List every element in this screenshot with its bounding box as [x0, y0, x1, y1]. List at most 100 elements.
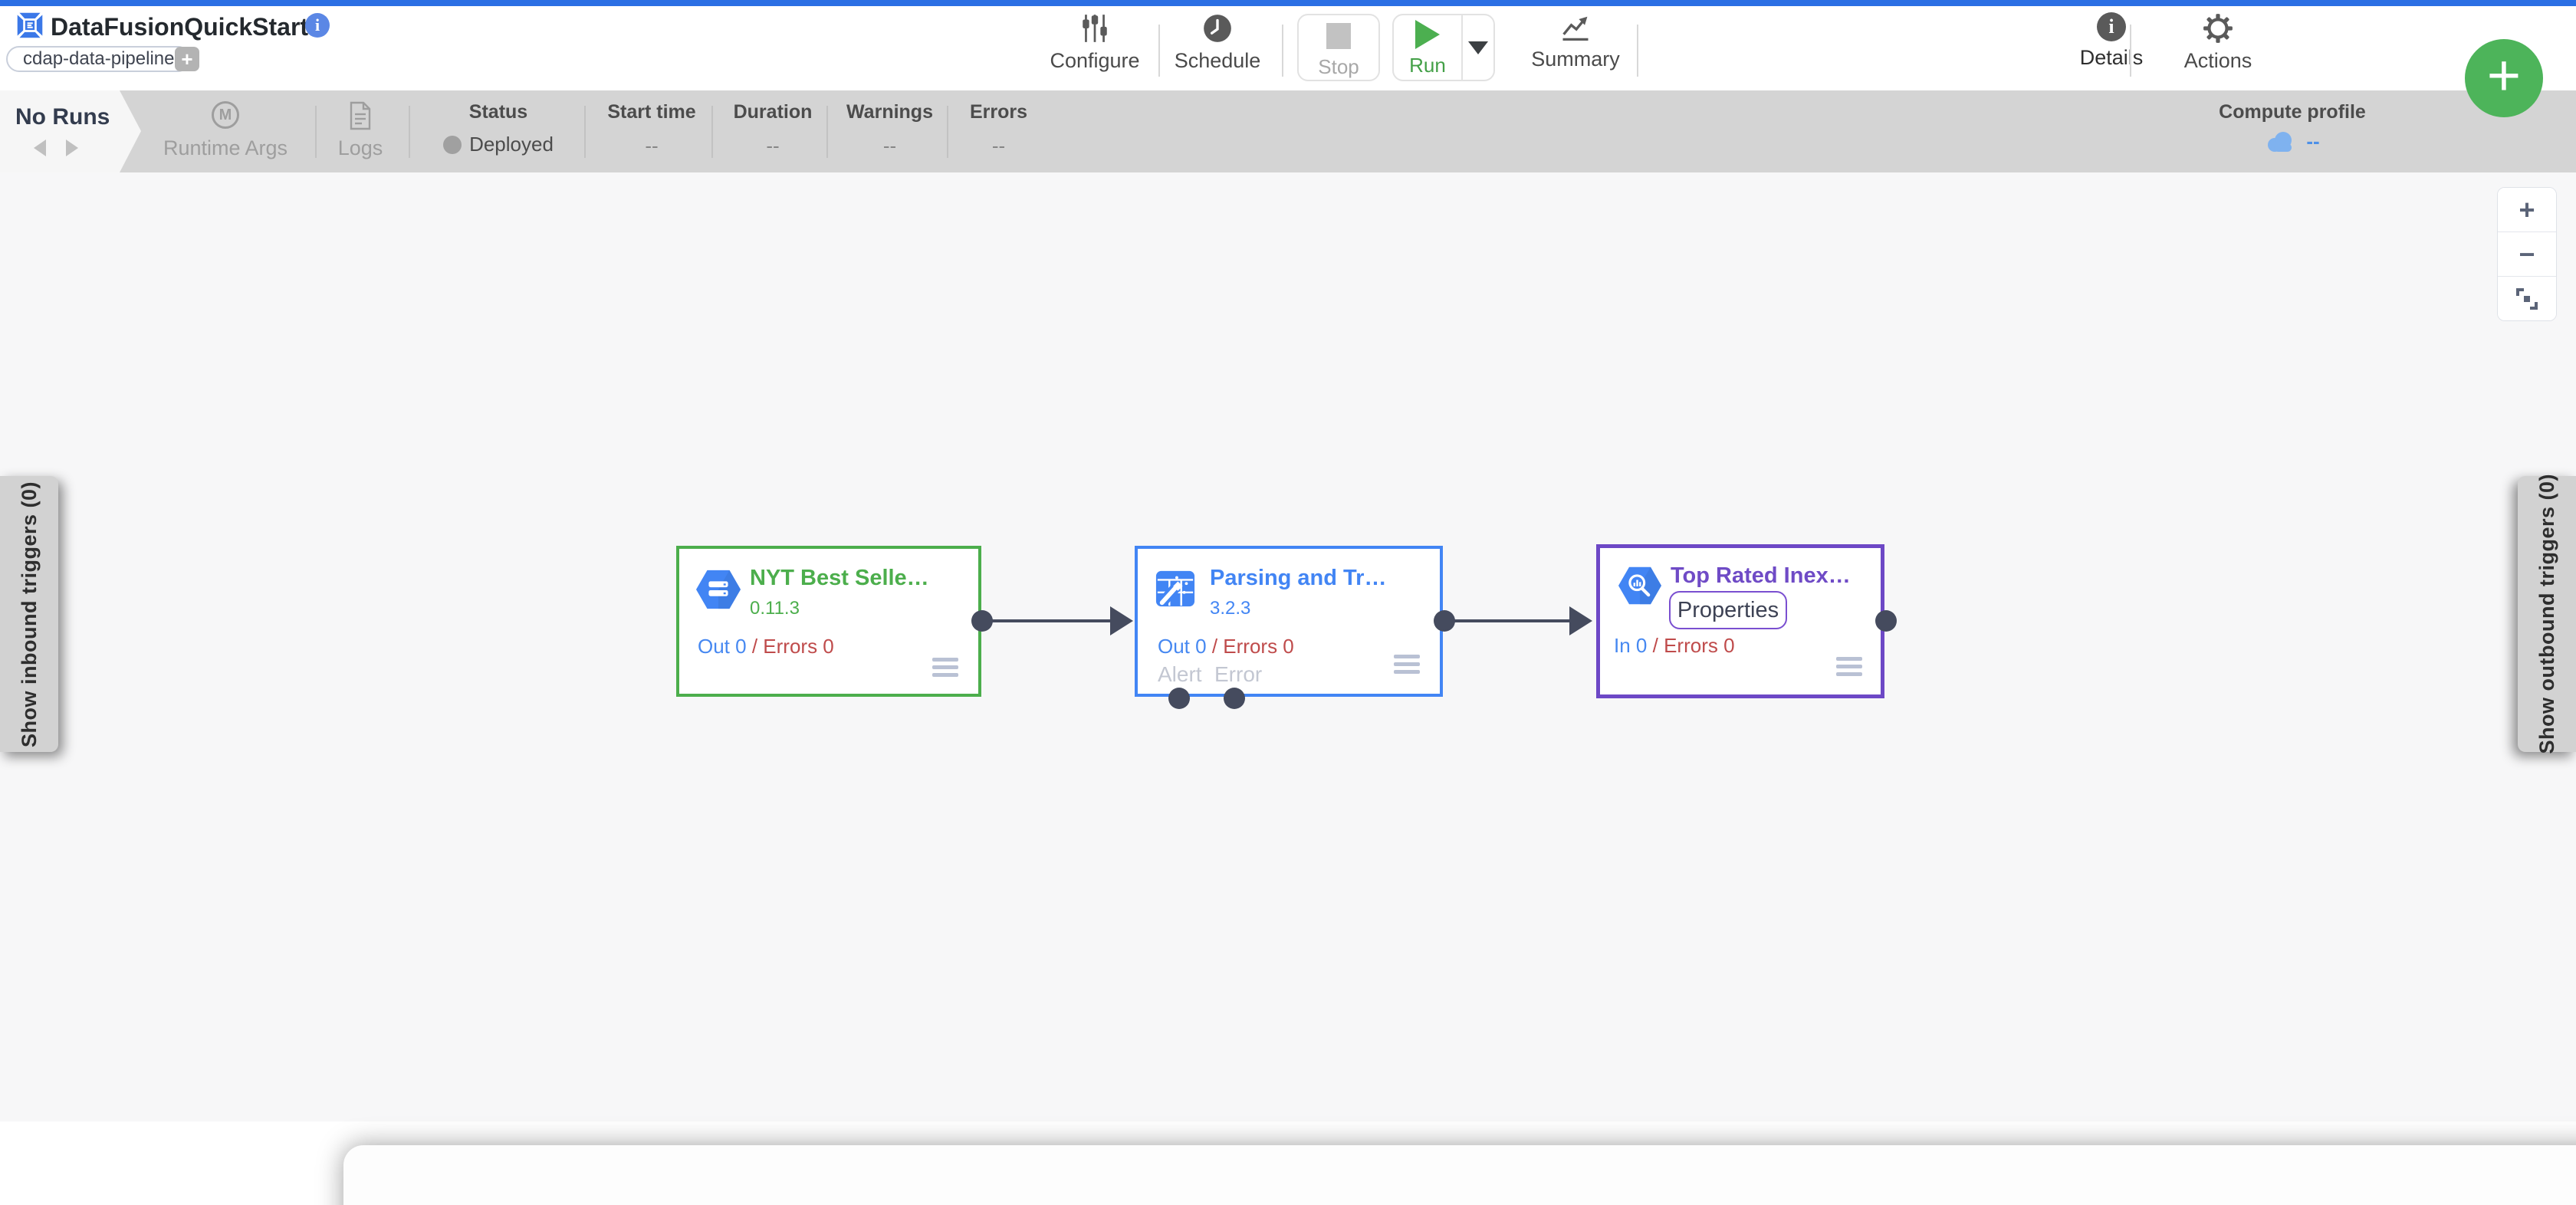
chevron-down-icon [1468, 41, 1488, 54]
edge-source-transform[interactable] [982, 619, 1112, 622]
metric-separator: / [1211, 635, 1218, 658]
stop-label: Stop [1318, 55, 1359, 78]
outbound-triggers-tab[interactable]: Show outbound triggers (0) [2518, 474, 2576, 754]
duration-label: Duration [733, 101, 813, 123]
node-title: Top Rated Inex… [1671, 563, 1851, 588]
node-metrics[interactable]: Out 0 / Errors 0 [1158, 635, 1294, 658]
run-info-bar: No Runs M Runtime Args Logs Status D [0, 90, 2576, 172]
start-time-label: Start time [607, 101, 696, 123]
next-run-icon[interactable] [66, 140, 78, 156]
metric-separator: / [751, 635, 758, 658]
previous-run-icon[interactable] [34, 140, 46, 156]
duration-block: Duration -- [719, 101, 826, 158]
status-value: Deployed [469, 133, 554, 156]
sink-output-port[interactable] [1875, 610, 1897, 632]
fit-to-screen-button[interactable] [2498, 277, 2556, 320]
node-version: 3.2.3 [1210, 598, 1251, 619]
zoom-out-button[interactable]: − [2498, 232, 2556, 277]
toolbar-divider [1158, 25, 1160, 77]
node-menu-icon[interactable] [1836, 657, 1862, 676]
node-menu-icon[interactable] [932, 658, 958, 677]
compute-profile-value: -- [2306, 130, 2320, 153]
sink-plugin-hexagon-icon [1618, 566, 1661, 605]
warnings-label: Warnings [846, 101, 933, 123]
transform-output-port[interactable] [1434, 610, 1455, 632]
schedule-button[interactable]: Schedule [1171, 12, 1263, 73]
run-options-dropdown[interactable] [1463, 41, 1493, 54]
runtime-args-button[interactable]: M Runtime Args [156, 101, 294, 160]
inbound-triggers-tab[interactable]: Show inbound triggers (0) [0, 476, 58, 752]
summary-button[interactable]: Summary [1530, 12, 1622, 71]
fit-to-screen-icon [2516, 287, 2538, 310]
runbar-divider [315, 106, 317, 158]
schedule-label: Schedule [1174, 49, 1261, 72]
chart-icon [1562, 16, 1589, 41]
pipeline-canvas[interactable]: + − Show inbound triggers (0) Show outbo… [0, 172, 2576, 1123]
pipeline-info-icon[interactable]: i [305, 13, 330, 38]
sliders-icon [1083, 15, 1107, 42]
zoom-in-button[interactable]: + [2498, 188, 2556, 232]
alert-port-label: Alert [1158, 662, 1202, 686]
node-menu-icon[interactable] [1394, 655, 1420, 674]
cloud-icon [2268, 131, 2292, 152]
run-button[interactable]: Run [1394, 18, 1461, 77]
configure-label: Configure [1050, 49, 1140, 72]
transform-error-port[interactable] [1224, 688, 1245, 709]
cdap-pipeline-logo-icon [17, 12, 43, 38]
runtime-args-label: Runtime Args [163, 136, 288, 159]
metric-errors: Errors 0 [1223, 635, 1294, 658]
source-output-port[interactable] [971, 610, 993, 632]
run-split-divider [1461, 15, 1463, 80]
run-label: Run [1409, 53, 1446, 77]
metric-separator: / [1652, 634, 1658, 657]
node-title: NYT Best Selle… [750, 566, 929, 590]
pipeline-type-tag: cdap-data-pipeline [6, 46, 192, 72]
errors-value: -- [991, 134, 1006, 157]
actions-button[interactable]: Actions [2172, 12, 2264, 73]
duration-value: -- [766, 134, 780, 157]
node-metrics[interactable]: In 0 / Errors 0 [1614, 634, 1735, 658]
metric-errors: Errors 0 [1664, 634, 1735, 657]
node-source[interactable]: NYT Best Selle… 0.11.3 Out 0 / Errors 0 [676, 546, 981, 697]
actions-label: Actions [2183, 49, 2252, 72]
add-plugin-fab-button[interactable]: + [2465, 39, 2543, 117]
status-dot-icon [443, 135, 462, 154]
warnings-value: -- [882, 134, 897, 157]
errors-block: Errors -- [955, 101, 1043, 158]
stop-button[interactable]: Stop [1297, 14, 1380, 81]
source-plugin-hexagon-icon [696, 570, 741, 609]
runbar-divider [584, 106, 586, 158]
summary-label: Summary [1531, 48, 1620, 71]
bottom-panel-shadow [343, 1145, 2576, 1205]
add-tag-button[interactable]: + [175, 47, 199, 71]
node-metrics[interactable]: Out 0 / Errors 0 [698, 635, 834, 658]
runs-pager: No Runs [0, 90, 141, 172]
configure-button[interactable]: Configure [1049, 12, 1141, 73]
document-icon [350, 101, 371, 130]
stop-icon [1326, 23, 1351, 49]
page-title: DataFusionQuickStart [51, 13, 309, 41]
toolbar-divider [1637, 25, 1638, 77]
logs-button[interactable]: Logs [322, 101, 399, 160]
edge-transform-sink[interactable] [1444, 619, 1572, 622]
runbar-divider [711, 106, 713, 158]
status-label: Status [468, 101, 528, 123]
compute-profile-block[interactable]: Compute profile -- [2208, 101, 2377, 153]
metric-errors: Errors 0 [763, 635, 834, 658]
details-button[interactable]: i Details [2065, 12, 2157, 70]
canvas-zoom-controls: + − [2497, 187, 2557, 321]
transform-alert-port[interactable] [1168, 688, 1190, 709]
play-icon [1415, 19, 1440, 49]
edge-arrowhead-icon [1110, 606, 1133, 635]
metric-out: Out 0 [698, 635, 747, 658]
error-port-label: Error [1214, 662, 1263, 686]
header-bar: DataFusionQuickStart i cdap-data-pipelin… [0, 6, 2576, 90]
runbar-divider [947, 106, 948, 158]
outbound-triggers-label: Show outbound triggers (0) [2535, 474, 2558, 754]
properties-button[interactable]: Properties [1669, 591, 1787, 629]
node-transform[interactable]: Parsing and Tr… 3.2.3 Out 0 / Errors 0 A… [1135, 546, 1443, 697]
details-label: Details [2079, 46, 2144, 69]
start-time-value: -- [645, 134, 659, 157]
node-sink[interactable]: Top Rated Inex… Properties In 0 / Errors… [1596, 544, 1884, 698]
